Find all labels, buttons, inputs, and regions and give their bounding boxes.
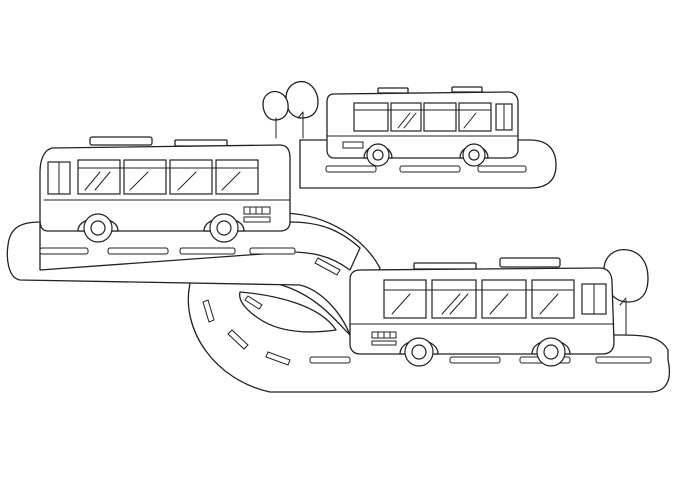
bus-window [390, 102, 422, 132]
lane-dash [595, 356, 652, 364]
lane-dash [202, 299, 215, 323]
lane-dash [325, 165, 377, 173]
lane-dash [249, 247, 296, 255]
bus-top [326, 86, 519, 167]
lane-dash [309, 356, 351, 364]
lane-dash [449, 356, 501, 364]
bus-window [431, 279, 477, 319]
lane-dash [477, 165, 527, 173]
tree [285, 80, 319, 119]
bus-window [77, 159, 121, 195]
bus-bottom [349, 257, 615, 367]
tree [262, 90, 289, 121]
lane-dash [107, 247, 169, 255]
tree-group-right [603, 249, 649, 336]
lane-dash [399, 165, 461, 173]
lane-dash [179, 247, 236, 255]
bus-window [423, 102, 457, 132]
lane-dash [265, 351, 291, 366]
lane-dash [39, 247, 89, 255]
bus-left [39, 136, 291, 243]
bus-window [458, 102, 492, 132]
bus-window [353, 102, 389, 132]
lane-dash [227, 329, 249, 350]
road-inner-island [239, 291, 337, 333]
tree [603, 249, 649, 303]
bus-window [123, 159, 167, 195]
lane-dash [244, 295, 263, 310]
bus-window [215, 159, 259, 195]
road-left [39, 221, 361, 271]
tree-group-top [262, 80, 319, 139]
lane-dash [314, 257, 341, 276]
